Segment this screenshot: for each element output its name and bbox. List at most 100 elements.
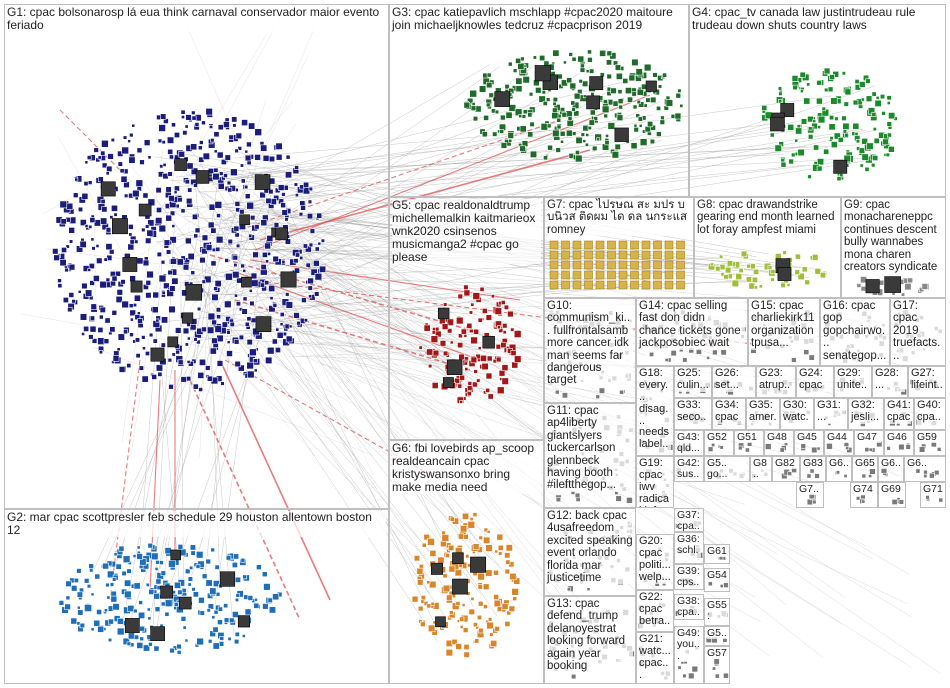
graph-node [103,338,110,344]
graph-node [160,570,167,576]
graph-node [154,567,159,571]
graph-node [241,308,248,315]
graph-node [186,360,191,364]
graph-node [65,580,72,587]
group-label: G23: atrup... [759,367,793,397]
graph-node [211,247,217,252]
graph-node [119,168,125,174]
graph-node [88,224,93,229]
graph-node [118,366,126,373]
graph-node [254,174,271,190]
graph-node [86,584,92,589]
graph-node [132,189,140,198]
group-box-g10: G10: communism_ki... fullfrontalsamb mor… [544,298,636,403]
graph-node [152,338,158,344]
graph-node [145,582,150,587]
graph-node [117,333,125,341]
graph-node [284,217,289,222]
graph-edge [212,114,654,182]
graph-node [142,192,149,199]
graph-node [281,192,286,197]
graph-node [147,219,155,227]
graph-node [139,636,144,642]
group-label: G26: set... [715,367,753,392]
graph-node [105,227,112,233]
graph-edge [91,346,374,456]
graph-node [294,193,299,198]
graph-node [254,597,258,602]
graph-node [135,353,141,359]
graph-node [112,218,128,235]
group-label: G41: cpac [887,399,914,424]
graph-edge [254,94,651,251]
graph-node [178,150,185,158]
graph-node [67,306,73,313]
graph-node [285,154,291,160]
graph-edge [275,300,774,414]
graph-node [185,114,192,121]
graph-node [124,579,132,587]
graph-node [147,616,152,621]
graph-node [268,285,276,292]
graph-edge [58,136,181,359]
graph-node [118,545,125,552]
graph-node [171,277,179,285]
graph-node [110,137,115,143]
graph-node [199,610,205,616]
graph-node [280,202,286,209]
graph-edge [269,170,474,608]
graph-node [151,306,159,314]
graph-node [193,337,198,342]
group-label: G4: cpac_tv canada law justintrudeau rul… [692,6,943,32]
group-label: G44 [827,431,851,444]
graph-node [246,316,252,322]
group-box-g43: G43: qld... [674,430,704,456]
graph-node [68,263,76,271]
graph-node [52,248,59,255]
graph-node [246,370,255,379]
group-box-g7x: G7.. [796,482,824,508]
group-box-g38: G38: cpa... [674,594,704,620]
graph-node [213,131,220,138]
group-label: G16: cpac gop gopchairwo... senategop... [823,300,887,363]
group-label: G34: cpac [715,399,743,424]
graph-edge [93,212,97,315]
graph-node [90,237,95,242]
graph-node [173,132,180,139]
graph-node [148,332,154,338]
graph-node [226,180,232,186]
graph-node [217,619,223,625]
graph-node [182,264,190,271]
graph-node [122,555,131,563]
graph-node [203,275,212,284]
graph-edge [302,260,567,369]
graph-node [262,155,270,162]
graph-node [65,595,71,601]
graph-node [156,207,162,213]
graph-node [133,294,141,302]
graph-node [209,124,214,129]
graph-node [124,590,132,599]
graph-node [235,593,240,598]
graph-node [177,544,184,550]
graph-node [192,383,199,390]
graph-node [112,354,120,362]
graph-node [155,560,160,565]
graph-edge [114,171,251,568]
graph-node [93,619,101,627]
graph-node [244,184,249,190]
graph-node [302,243,308,249]
graph-node [217,606,223,612]
group-box-g5z: G5.. [704,626,730,646]
graph-node [153,645,160,652]
graph-node [60,218,67,225]
graph-node [216,314,221,320]
graph-edge [210,77,642,186]
graph-node [141,335,146,340]
graph-node [121,570,127,577]
graph-node [116,289,123,296]
graph-node [122,135,128,140]
group-box-g33: G33: seco... [674,398,712,430]
graph-node [79,313,88,321]
graph-edge [280,222,581,637]
